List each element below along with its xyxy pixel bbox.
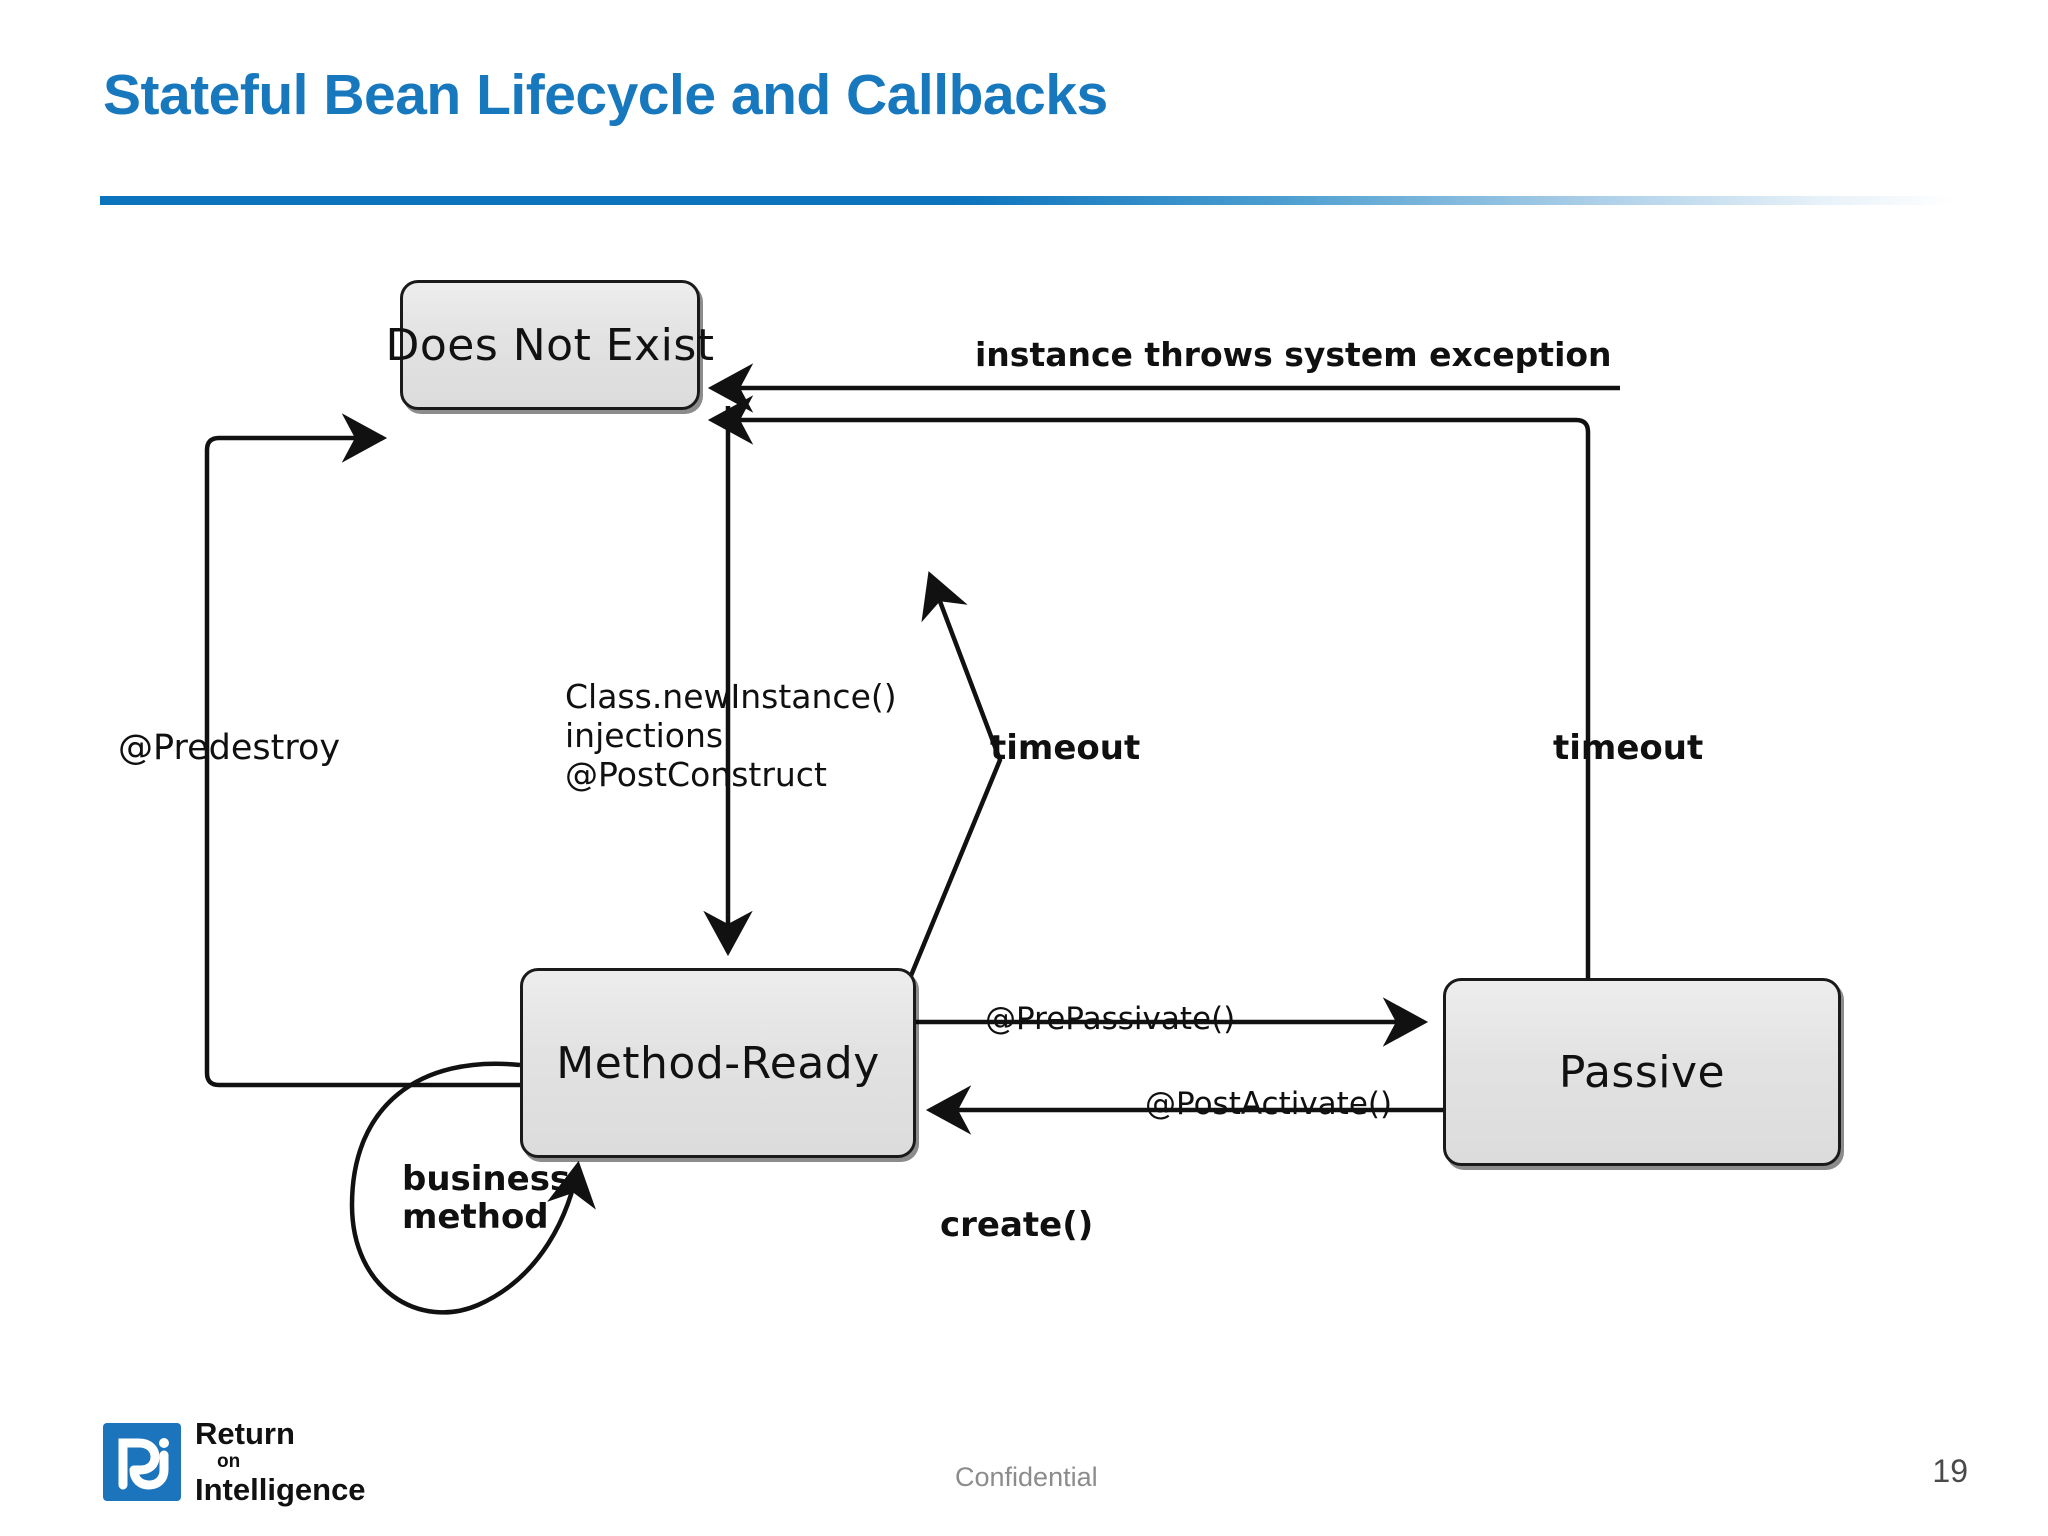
- title-divider: [100, 196, 1955, 205]
- edge-timeout-right: [707, 395, 1591, 978]
- edge-label-business-method: business method: [402, 1159, 571, 1238]
- state-label: Method-Ready: [556, 1037, 880, 1089]
- edge-label-create-flow: Class.newInstance() injections @PostCons…: [565, 677, 897, 794]
- return-on-intelligence-mark-icon: [103, 1422, 181, 1501]
- page-title: Stateful Bean Lifecycle and Callbacks: [103, 63, 1108, 127]
- state-label: Passive: [1558, 1046, 1726, 1098]
- edge-label-timeout-right: timeout: [1553, 728, 1704, 768]
- edge-label-system-exception: instance throws system exception: [975, 335, 1612, 374]
- footer-confidential-label: Confidential: [955, 1462, 1098, 1492]
- company-logo: Return on Intelligence: [103, 1418, 366, 1505]
- logo-text-intelligence: Intelligence: [195, 1472, 366, 1507]
- edge-predestroy: [204, 413, 520, 1088]
- logo-text-on: on: [217, 1451, 241, 1472]
- slide-page-number: 19: [1932, 1453, 1968, 1489]
- state-label: Does Not Exist: [385, 319, 715, 371]
- edge-timeout-mid: [907, 571, 1003, 979]
- logo-text-return: Return: [195, 1416, 295, 1451]
- edge-label-prepassivate: @PrePassivate(): [985, 1001, 1236, 1037]
- state-method-ready[interactable]: Method-Ready: [520, 968, 916, 1158]
- state-does-not-exist[interactable]: Does Not Exist: [385, 280, 714, 410]
- state-passive[interactable]: Passive: [1443, 978, 1841, 1166]
- edge-business-method: [349, 1061, 596, 1315]
- edge-label-postactivate: @PostActivate(): [1145, 1086, 1393, 1122]
- edge-label-timeout-middle: timeout: [990, 728, 1141, 768]
- edge-label-create: create(): [940, 1205, 1094, 1245]
- edge-label-predestroy: @Predestroy: [118, 728, 341, 768]
